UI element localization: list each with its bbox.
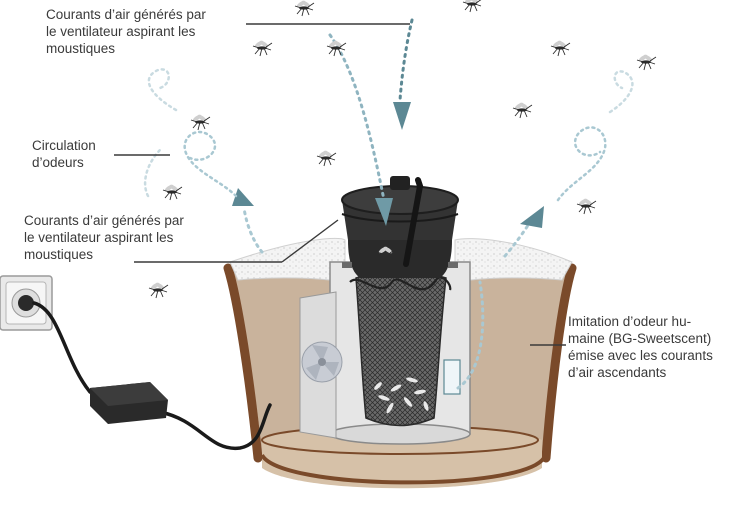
label-line: le ventilateur aspirant les <box>24 230 174 245</box>
label-line: Courants d’air générés par <box>24 213 184 228</box>
label-line: maine (BG-Sweetscent) <box>568 331 712 346</box>
leader-mid-diag <box>281 219 339 263</box>
mosquito-icon <box>550 39 571 57</box>
catch-net-icon <box>349 271 452 427</box>
arrow-head-up-right <box>520 206 544 228</box>
mosquito-icon <box>190 113 211 131</box>
arrow-head-down-center <box>393 102 411 130</box>
mosquito-icon <box>252 39 273 57</box>
mosquito-icon <box>294 0 315 17</box>
power-adapter-icon <box>90 382 168 424</box>
label-line: Imitation d’odeur hu- <box>568 314 692 329</box>
mosquito-icon <box>162 183 183 201</box>
label-line: d’odeurs <box>32 155 84 170</box>
scent-dispenser <box>443 359 461 395</box>
mosquito-icon <box>636 53 657 71</box>
odour-swirls <box>143 68 634 202</box>
arrow-head-down-left <box>375 198 393 226</box>
label-line: Courants d’air générés par <box>46 7 206 22</box>
airflow-up-right-inner <box>456 280 485 390</box>
airflow-down-left <box>328 33 386 202</box>
label-line: le ventilateur aspirant les <box>46 24 196 39</box>
power-socket-icon <box>0 275 53 331</box>
airflow-up-left <box>242 206 264 254</box>
airflow-down-center <box>398 18 414 102</box>
mosquito-icon <box>148 281 169 299</box>
power-cable <box>32 301 272 450</box>
label-line: émise avec les courants <box>568 348 713 363</box>
mosquito-icon <box>326 39 347 57</box>
label-line: moustiques <box>24 247 94 262</box>
arrow-head-up-left <box>232 188 254 206</box>
label-airflow-mid: Courants d’air générés par le ventilateu… <box>24 212 184 263</box>
mosquito-icon <box>576 197 597 215</box>
leader-lines <box>114 23 566 346</box>
mosquito-icon <box>462 0 483 13</box>
airflow-up-right <box>503 220 532 258</box>
mosquito-icon <box>512 101 533 119</box>
label-line: Circulation <box>32 138 96 153</box>
label-line: d’air ascendants <box>568 365 667 380</box>
label-line: moustiques <box>46 41 116 56</box>
arrow-heads <box>232 102 544 228</box>
label-scent-imitation: Imitation d’odeur hu- maine (BG-Sweetsce… <box>568 313 713 381</box>
mosquito-icon <box>316 149 337 167</box>
trap-funnel <box>341 176 459 278</box>
fan-icon <box>299 291 343 439</box>
label-airflow-top: Courants d’air générés par le ventilateu… <box>46 6 206 57</box>
label-odour-circulation: Circulation d’odeurs <box>32 137 96 171</box>
